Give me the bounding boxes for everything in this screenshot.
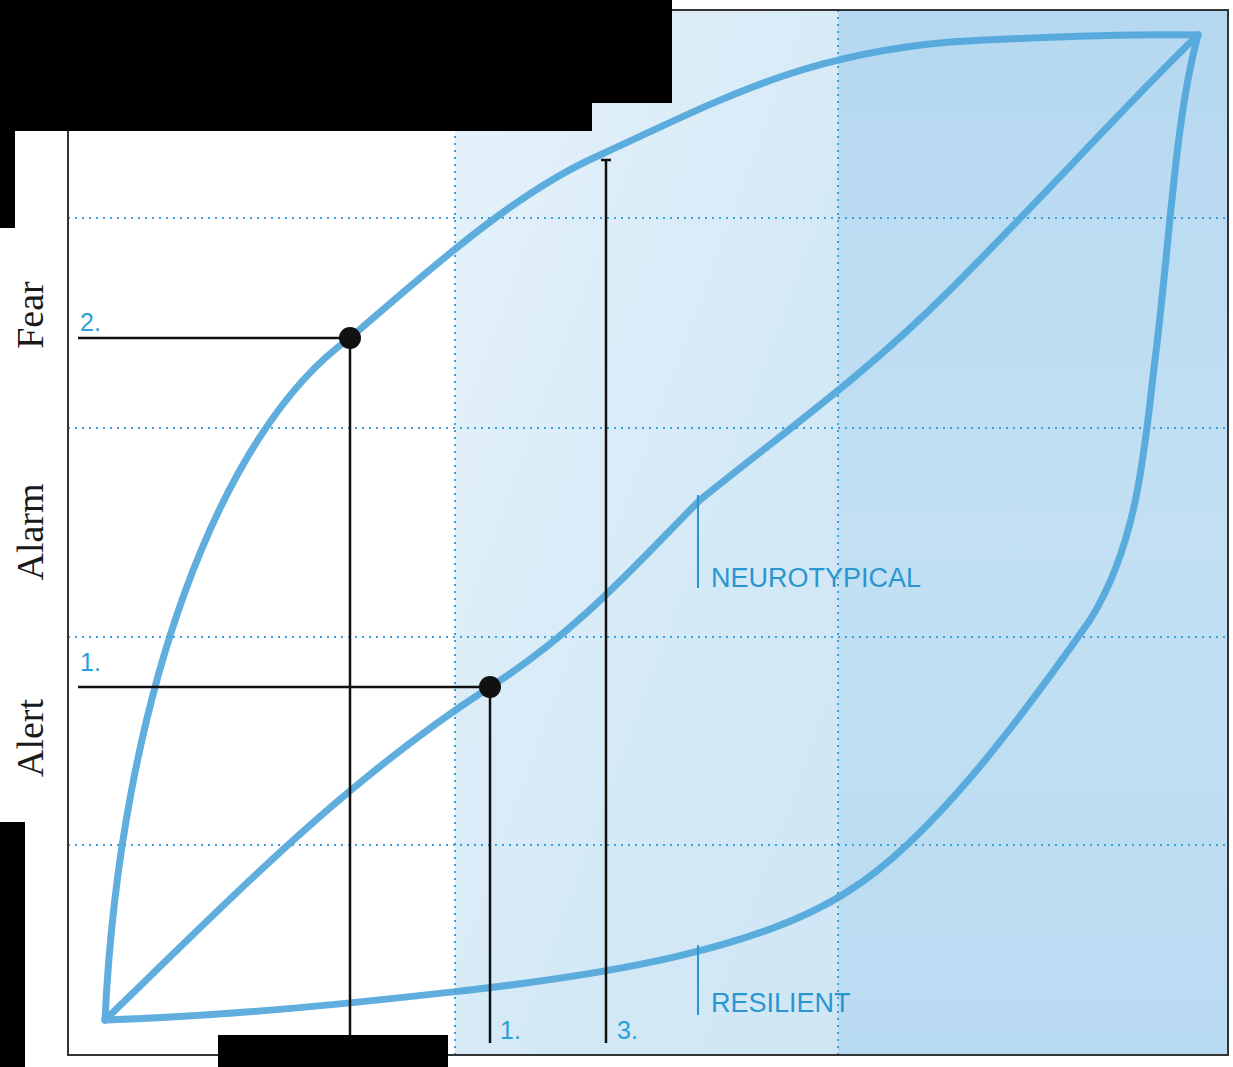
upper-curve [105, 35, 1198, 1020]
redaction-blocks [0, 0, 672, 1067]
curve-label: NEUROTYPICAL [711, 565, 921, 592]
callout-number: 2. [80, 310, 101, 335]
grid-lines [68, 10, 1228, 1055]
axis-label: Fear [11, 281, 49, 349]
reading-dot [339, 327, 361, 349]
callout-number: 3. [617, 1018, 638, 1043]
neurotypical-curve [105, 35, 1198, 1020]
reading-lines [78, 160, 611, 1043]
watercolor-wash [838, 10, 1228, 1055]
axis-label: Alert [11, 699, 49, 777]
response-curves [105, 35, 1198, 1020]
callout-number: 1. [80, 650, 101, 675]
watercolor-wash [455, 10, 838, 1055]
axis-label: Alarm [11, 483, 49, 580]
reading-dot [479, 676, 501, 698]
plot-frame [68, 10, 1228, 1055]
label-ticks [697, 495, 699, 1015]
curve-label: RESILIENT [711, 990, 851, 1017]
callout-number: 1. [500, 1018, 521, 1043]
resilient-curve [105, 35, 1198, 1020]
